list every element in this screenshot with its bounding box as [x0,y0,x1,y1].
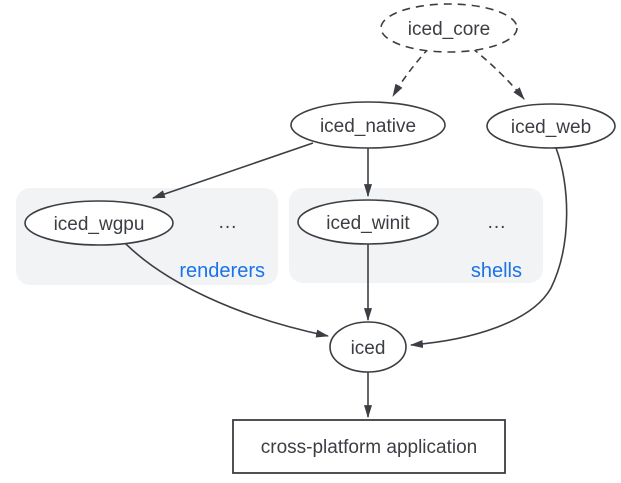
node-iced-web-shape [486,103,616,149]
node-iced-native: iced_native [290,101,446,149]
edge-iced-core-to-iced-native [392,47,430,97]
node-iced-web: iced_web [486,103,616,149]
node-iced-core-label: iced_core [408,19,490,40]
node-iced-wgpu: iced_wgpu [24,200,174,246]
node-iced-web-label: iced_web [511,117,591,138]
node-iced-core-shape [380,3,518,53]
node-iced-label: iced [351,338,386,359]
node-iced-wgpu-shape [24,200,174,246]
node-iced-core: iced_core [380,3,518,53]
node-application-label: cross-platform application [261,437,477,458]
node-iced-shape [329,321,407,373]
node-iced-native-label: iced_native [320,116,416,137]
group-renderers-ellipsis: ... [219,212,238,233]
edge-iced-core-to-iced-web [471,47,525,100]
edge-iced-wgpu-to-iced [124,242,330,338]
edge-iced-native-to-iced-wgpu [151,142,314,199]
node-iced-wgpu-label: iced_wgpu [54,214,145,235]
node-application: cross-platform application [232,419,506,474]
node-iced-winit-shape [297,199,439,245]
group-renderers-label: renderers [179,260,265,282]
group-shells-label: shells [471,260,522,282]
node-iced-winit-label: iced_winit [326,213,410,234]
node-iced: iced [329,321,407,373]
node-iced-native-shape [290,101,446,149]
group-shells-ellipsis: ... [488,212,507,233]
node-application-shape [232,419,506,474]
edge-iced-web-to-iced [409,147,568,349]
node-iced-winit: iced_winit [297,199,439,245]
